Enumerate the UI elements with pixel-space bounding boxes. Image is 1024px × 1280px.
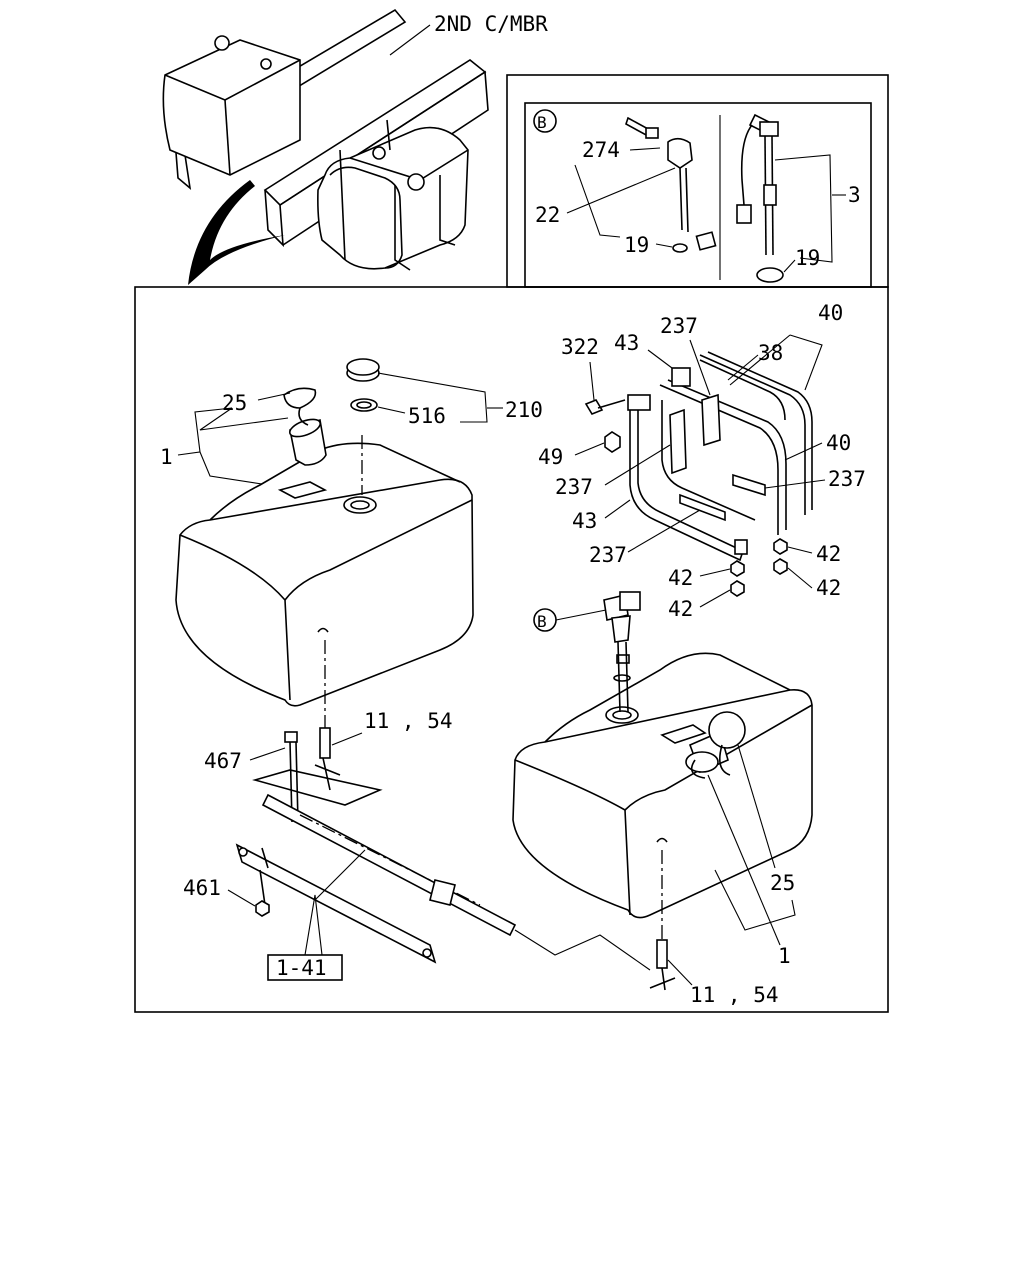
callout-3: 3 (848, 183, 861, 207)
svg-text:B: B (537, 612, 547, 631)
level-sender (603, 591, 641, 713)
callout-461: 461 (183, 876, 221, 900)
callout-19-right: 19 (795, 246, 820, 270)
callout-42-a: 42 (816, 542, 841, 566)
callout-237-left: 237 (555, 475, 593, 499)
callout-237-right: 237 (828, 467, 866, 491)
callout-25-right: 25 (770, 871, 795, 895)
callout-11-54-bottom: 11 , 54 (690, 983, 779, 1007)
detail-b-marker: B (533, 109, 557, 133)
callout-1-left: 1 (160, 445, 173, 469)
callout-40-top: 40 (818, 301, 843, 325)
callout-11-54-top: 11 , 54 (364, 709, 453, 733)
callout-38: 38 (758, 341, 783, 365)
callout-25-top: 25 (222, 391, 247, 415)
callout-43-bottom: 43 (572, 509, 597, 533)
nuts-42 (730, 538, 788, 597)
callout-516: 516 (408, 404, 446, 428)
svg-text:B: B (537, 113, 547, 132)
gasket-516 (350, 398, 378, 412)
callout-1-41-box: 1-41 (267, 954, 343, 981)
callout-42-b: 42 (816, 576, 841, 600)
overview-illustration: 2ND C/MBR (162, 8, 548, 285)
sender-unit-right (736, 113, 784, 283)
callout-42-d: 42 (668, 597, 693, 621)
svg-text:1-41: 1-41 (276, 956, 327, 980)
callout-43-top: 43 (614, 331, 639, 355)
callout-22: 22 (535, 203, 560, 227)
overview-label: 2ND C/MBR (434, 12, 548, 36)
detail-b-box (524, 102, 872, 288)
callout-19-left: 19 (624, 233, 649, 257)
sender-unit-left (625, 116, 717, 253)
detail-b-marker-ref: B (533, 608, 607, 632)
tank-bracket-assembly (584, 351, 813, 562)
callout-274: 274 (582, 138, 620, 162)
callout-467: 467 (204, 749, 242, 773)
fuel-tank-right (512, 652, 813, 945)
mounting-rails (235, 731, 651, 971)
frames (134, 74, 889, 1013)
callout-1-right: 1 (778, 944, 791, 968)
drain-plug-left (314, 727, 341, 791)
callout-237-top: 237 (660, 314, 698, 338)
callout-40-right: 40 (826, 431, 851, 455)
callout-210: 210 (505, 398, 543, 422)
fuel-tank-left (175, 418, 474, 740)
callout-49: 49 (538, 445, 563, 469)
filler-cap-left (283, 387, 317, 426)
detail-b: B 274 22 19 3 (533, 109, 861, 283)
cap-210 (346, 358, 380, 382)
callout-237-bottom: 237 (589, 543, 627, 567)
callout-42-c: 42 (668, 566, 693, 590)
callout-322: 322 (561, 335, 599, 359)
drain-plug-right (649, 939, 676, 991)
